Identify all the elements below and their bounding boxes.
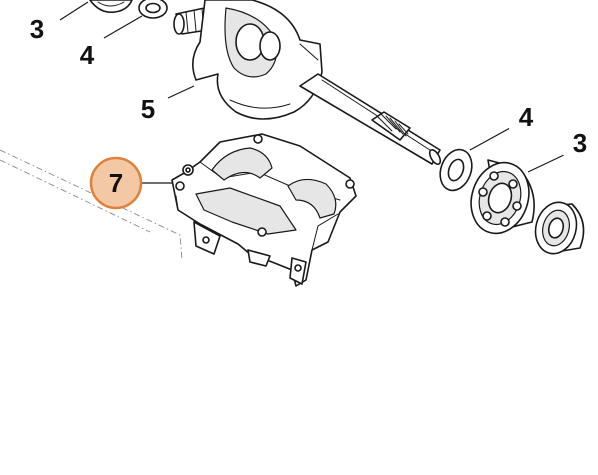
crankshaft [173,0,442,166]
callout-4-right[interactable]: 4 [505,96,547,138]
callout-label: 5 [141,94,155,124]
top-left-washer [138,0,168,19]
callout-label: 3 [30,14,44,44]
callout-4-top-left[interactable]: 4 [66,34,108,76]
callout-label: 4 [80,40,95,70]
reference-lines [0,149,183,261]
leader-lines [59,1,567,184]
top-left-bearing-partial [89,0,133,14]
callout-label: 7 [109,168,123,198]
callout-label: 4 [519,102,534,132]
right-ball-bearing [470,159,535,235]
crankcase-half [171,133,357,287]
far-right-bearing [534,201,585,255]
callout-3-right[interactable]: 3 [559,122,598,164]
right-washer [439,148,473,192]
callout-5-crankshaft[interactable]: 5 [127,88,169,130]
callout-label: 3 [573,128,587,158]
callout-7-crankcase-highlighted[interactable]: 7 [89,156,143,210]
callout-3-top-left[interactable]: 3 [16,8,58,50]
